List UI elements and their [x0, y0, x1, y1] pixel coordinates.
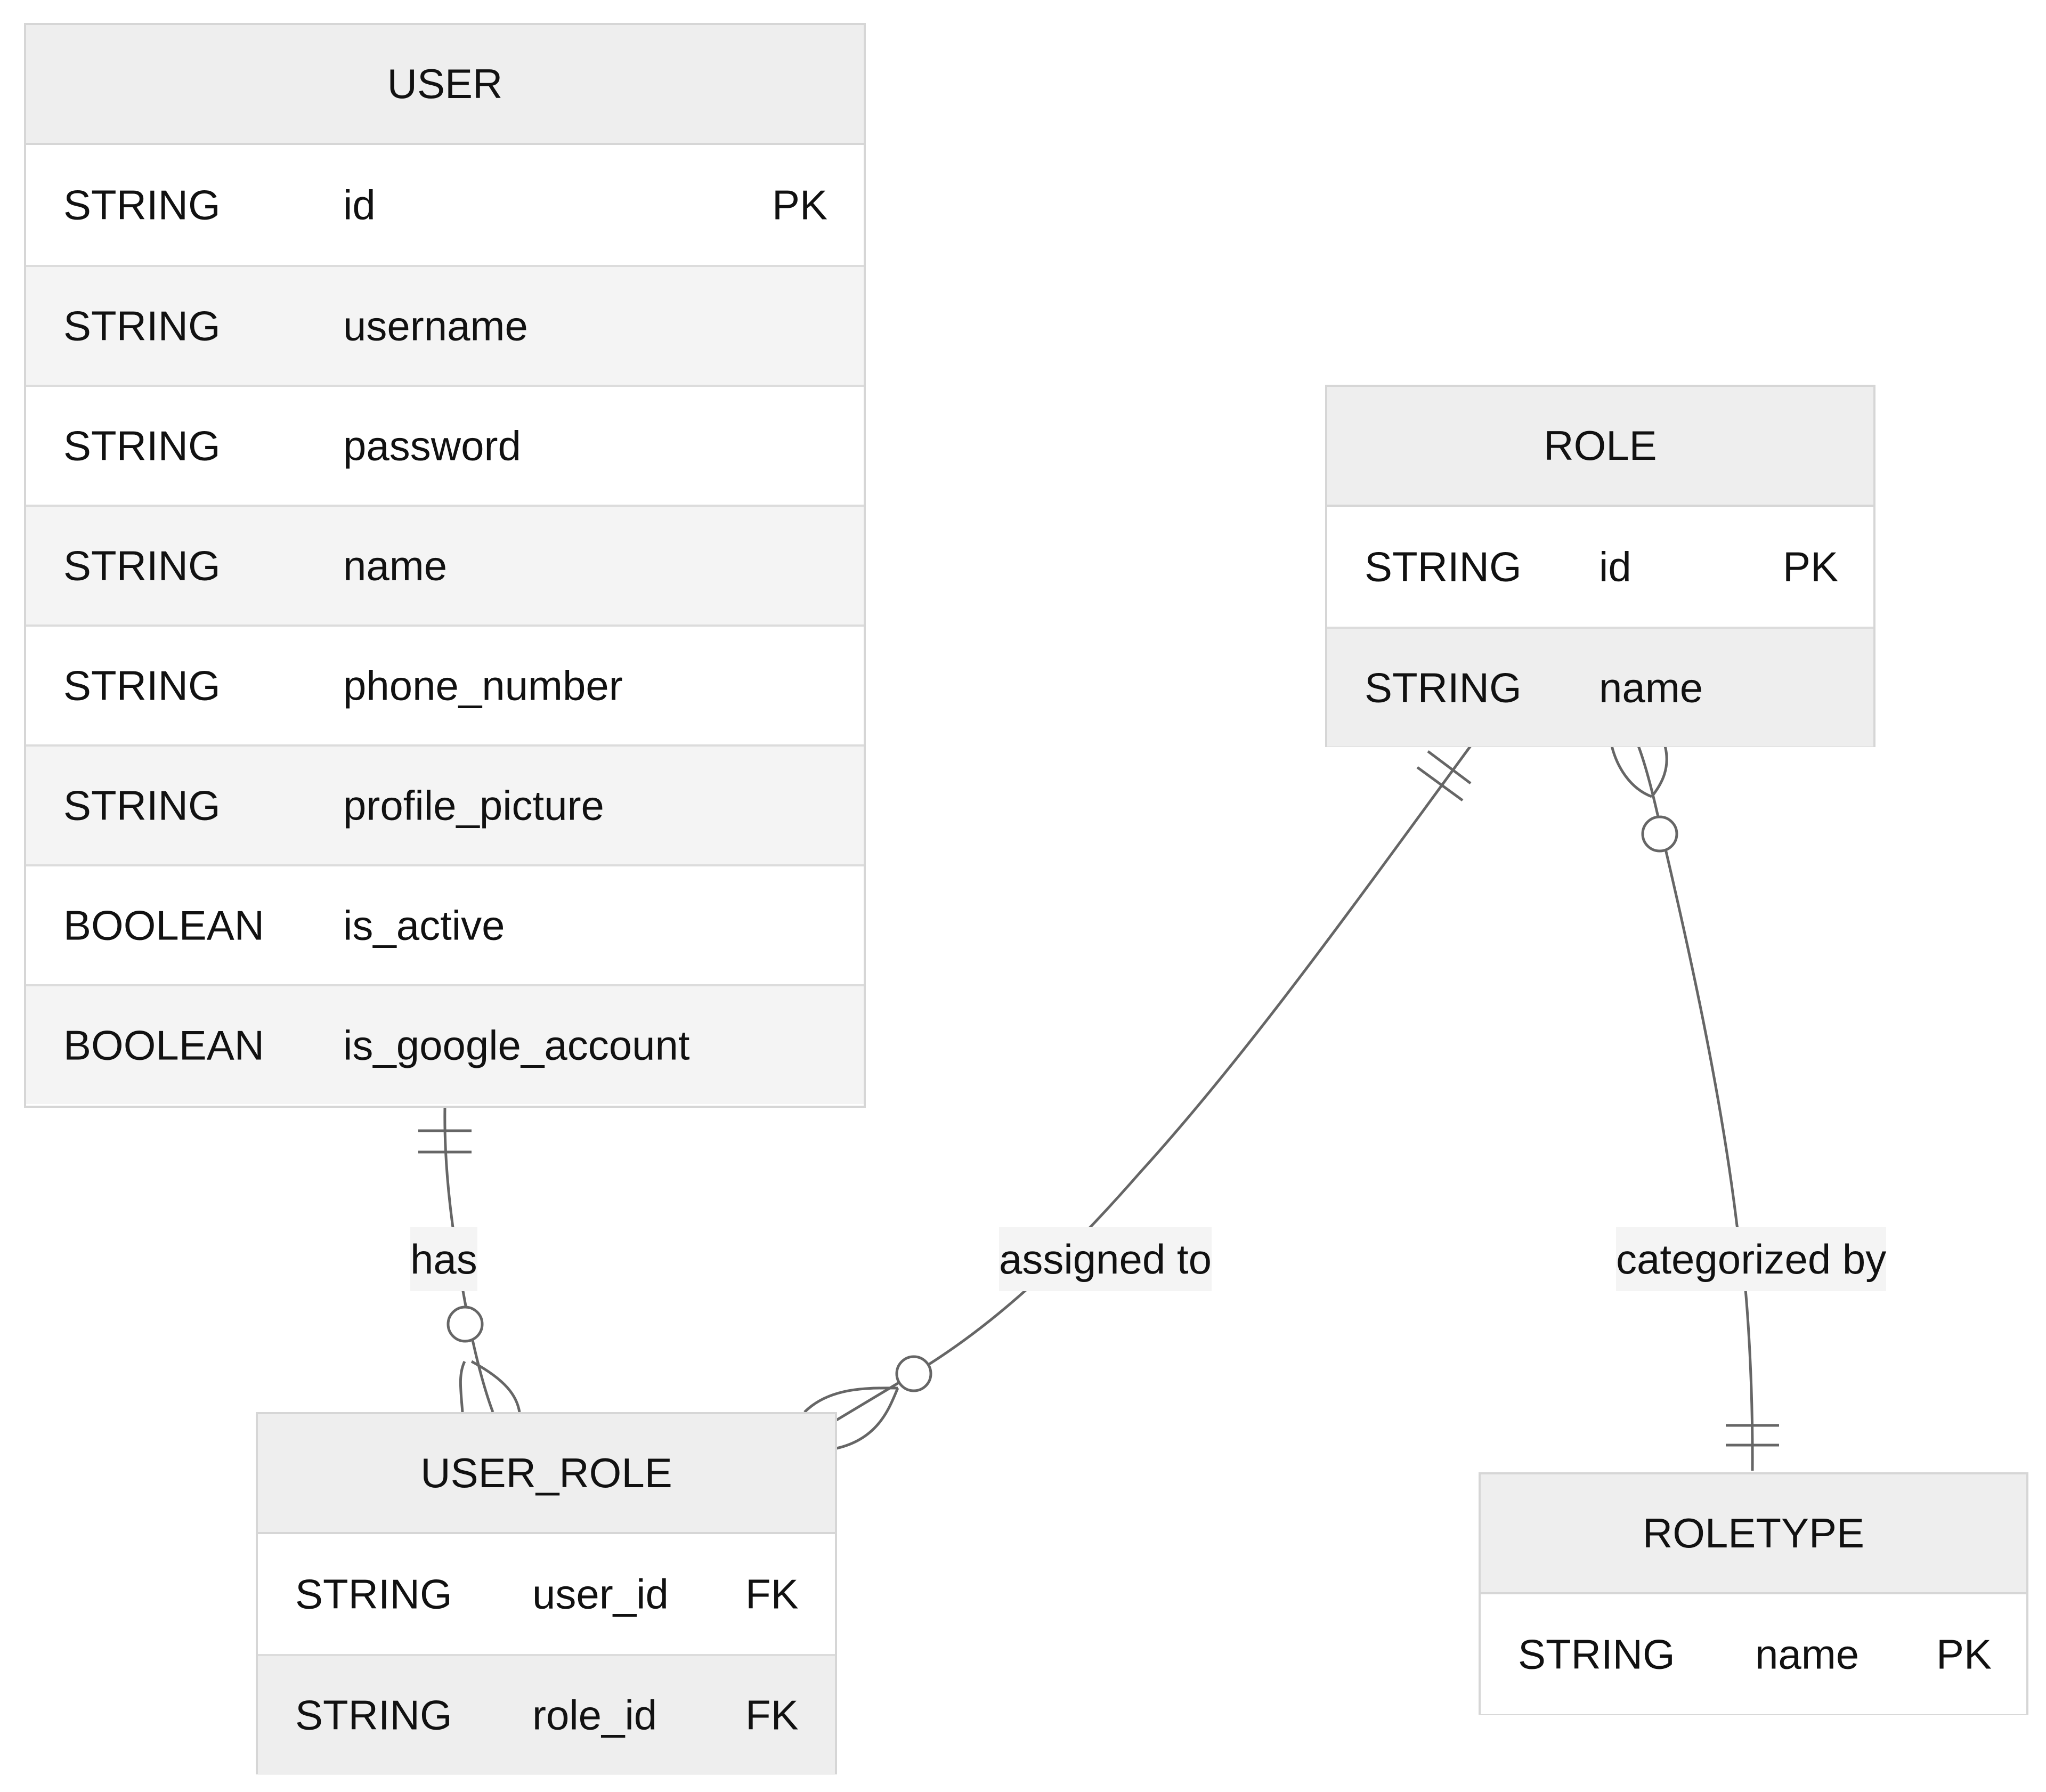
- entity-user-role: USER_ROLE STRING user_id FK STRING role_…: [256, 1412, 837, 1774]
- attribute-type: BOOLEAN: [63, 1021, 265, 1068]
- attribute-row: STRING username: [26, 265, 864, 385]
- attribute-name: role_id: [532, 1691, 657, 1738]
- attribute-type: STRING: [63, 181, 221, 228]
- attribute-row: STRING id PK: [1327, 507, 1873, 627]
- entity-role-title: ROLE: [1327, 387, 1873, 507]
- attribute-key: PK: [1936, 1631, 1992, 1677]
- attribute-row: STRING id PK: [26, 145, 864, 265]
- cardinality-one-marker-icon: [418, 1129, 472, 1154]
- entity-user-title: USER: [26, 25, 864, 145]
- attribute-row: BOOLEAN is_active: [26, 864, 864, 984]
- entity-role: ROLE STRING id PK STRING name: [1325, 385, 1876, 747]
- entity-user: USER STRING id PK STRING username STRING…: [24, 23, 866, 1108]
- attribute-key: FK: [745, 1570, 799, 1617]
- cardinality-one-marker-icon: [1726, 1424, 1779, 1447]
- entity-roletype: ROLETYPE STRING name PK: [1479, 1472, 2028, 1715]
- attribute-row: STRING name PK: [1481, 1594, 2026, 1714]
- attribute-name: phone_number: [343, 662, 623, 709]
- relationship-label-has: has: [410, 1227, 477, 1291]
- attribute-name: id: [343, 181, 376, 228]
- entity-roletype-title: ROLETYPE: [1481, 1474, 2026, 1594]
- attribute-type: STRING: [295, 1691, 452, 1738]
- attribute-row: STRING name: [1327, 627, 1873, 747]
- attribute-name: is_active: [343, 902, 505, 948]
- cardinality-many-marker-icon: [459, 1360, 521, 1413]
- attribute-name: password: [343, 422, 521, 469]
- relationship-label-assigned-to: assigned to: [999, 1227, 1212, 1291]
- relationship-line-assigned-to: [803, 745, 1472, 1450]
- attribute-key: PK: [772, 181, 828, 228]
- cardinality-zero-marker-icon: [895, 1355, 932, 1392]
- attribute-type: STRING: [1365, 664, 1522, 711]
- attribute-name: name: [1755, 1631, 1860, 1677]
- attribute-name: id: [1599, 543, 1631, 590]
- attribute-type: STRING: [63, 662, 221, 709]
- attribute-row: STRING profile_picture: [26, 744, 864, 864]
- attribute-type: STRING: [63, 782, 221, 829]
- attribute-name: name: [1599, 664, 1703, 711]
- attribute-type: STRING: [1365, 543, 1522, 590]
- attribute-type: STRING: [63, 302, 221, 349]
- cardinality-one-marker-icon: [1416, 750, 1472, 802]
- attribute-type: STRING: [1518, 1631, 1675, 1677]
- attribute-row: STRING name: [26, 505, 864, 625]
- attribute-row: STRING phone_number: [26, 625, 864, 744]
- entity-user-role-title: USER_ROLE: [258, 1414, 835, 1534]
- cardinality-zero-marker-icon: [1641, 815, 1678, 853]
- cardinality-many-marker-icon: [1610, 745, 1668, 798]
- attribute-type: BOOLEAN: [63, 902, 265, 948]
- attribute-name: profile_picture: [343, 782, 604, 829]
- attribute-row: BOOLEAN is_google_account: [26, 984, 864, 1104]
- attribute-name: user_id: [532, 1570, 669, 1617]
- attribute-name: username: [343, 302, 528, 349]
- relationship-label-categorized-by: categorized by: [1616, 1227, 1887, 1291]
- attribute-type: STRING: [295, 1570, 452, 1617]
- cardinality-many-marker-icon: [803, 1386, 899, 1450]
- attribute-key: PK: [1783, 543, 1839, 590]
- attribute-key: FK: [745, 1691, 799, 1738]
- attribute-type: STRING: [63, 542, 221, 589]
- relationship-line-categorized-by: [1610, 745, 1779, 1471]
- attribute-row: STRING password: [26, 385, 864, 505]
- attribute-type: STRING: [63, 422, 221, 469]
- attribute-row: STRING user_id FK: [258, 1534, 835, 1654]
- attribute-name: is_google_account: [343, 1021, 690, 1068]
- cardinality-zero-marker-icon: [446, 1306, 484, 1343]
- attribute-row: STRING role_id FK: [258, 1654, 835, 1774]
- attribute-name: name: [343, 542, 448, 589]
